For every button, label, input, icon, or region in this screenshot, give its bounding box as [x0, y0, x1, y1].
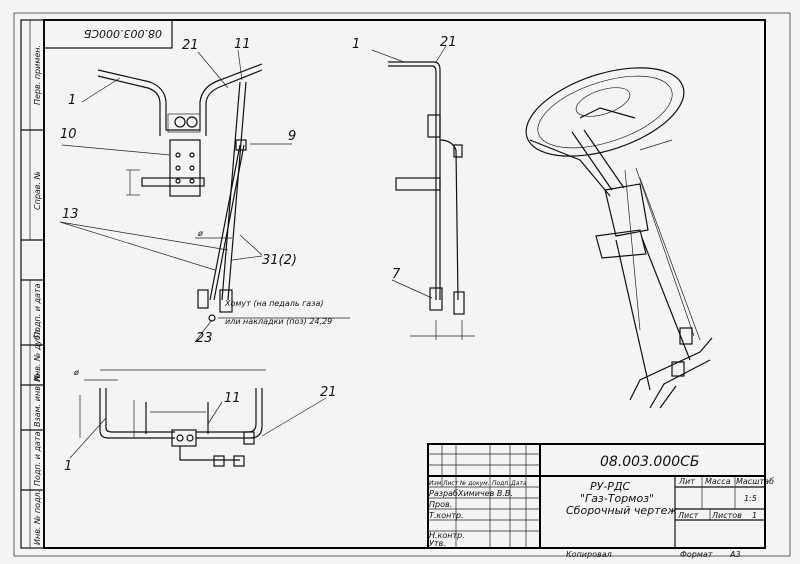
margin-dup-inv: Инв. № дубл. — [33, 327, 42, 382]
callout-top-phi: ø — [73, 368, 79, 377]
callout-front-10: 10 — [60, 127, 77, 142]
role-approved: Утв. — [429, 539, 446, 548]
callout-front-31: 31(2) — [262, 253, 297, 268]
margin-first-use: Перв. примен. — [33, 45, 42, 105]
change-col-2: Лист — [442, 480, 459, 487]
side-view: 1 21 7 — [352, 35, 475, 340]
role-tcontrol: Т.контр. — [429, 511, 464, 520]
doc-type: Сборочный чертеж — [566, 504, 677, 517]
sheet-label: Лист — [677, 511, 699, 520]
col-scale: Масштаб — [736, 477, 774, 486]
callout-front-1: 1 — [68, 93, 76, 108]
role-ncontrol: Н.контр. — [429, 531, 465, 540]
format-value: А3 — [729, 550, 741, 559]
scale-value: 1:5 — [744, 494, 757, 503]
front-view: 1 21 11 10 9 13 31(2) 23 ø Хомут (на пед… — [59, 37, 350, 346]
change-col-1: Изм — [429, 480, 442, 487]
callout-side-21: 21 — [440, 35, 457, 50]
rotated-code-box: 08.003.000СБ — [43, 19, 173, 49]
margin-sign-date-1: Подп. и дата — [33, 283, 42, 338]
callout-front-13: 13 — [62, 207, 79, 222]
margin-ref-no: Справ. № — [33, 171, 42, 210]
change-col-3: № докум. — [459, 480, 490, 487]
callout-front-9: 9 — [288, 129, 296, 144]
role-checked: Пров. — [429, 500, 452, 509]
isometric-view — [525, 67, 713, 409]
callout-front-21: 21 — [182, 38, 199, 53]
developer-name: Химичев В.В. — [457, 489, 513, 498]
sheets-label: Листов — [711, 511, 742, 520]
format-label: Формат — [680, 550, 713, 559]
callout-top-1: 1 — [64, 459, 72, 474]
change-col-5: Дата — [510, 480, 527, 487]
change-col-4: Подп. — [492, 480, 510, 487]
callout-top-11: 11 — [224, 391, 241, 406]
callout-top-21: 21 — [320, 385, 337, 400]
callout-front-23: 23 — [196, 331, 213, 346]
top-view: 1 11 21 ø — [64, 368, 337, 474]
note-line-1: Хомут (на педаль газа) — [224, 299, 323, 308]
sheet-outer-border — [13, 12, 791, 557]
callout-side-7: 7 — [392, 267, 401, 282]
product-line-1: РУ-РДС — [590, 480, 631, 493]
title-block: 08.003.000СБ РУ-РДС "Газ-Тормоз" Сборочн… — [427, 443, 774, 549]
margin-orig-inv: Инв. № подл. — [33, 490, 42, 545]
margin-sign-date-2: Подп. и дата — [33, 431, 42, 486]
callout-side-1: 1 — [352, 37, 360, 52]
role-developer: Разраб. — [429, 489, 460, 498]
note-line-2: или накладки (поз) 24,29 — [225, 317, 332, 326]
col-mass: Масса — [705, 477, 731, 486]
callout-front-phi: ø — [197, 229, 203, 238]
sheets-value: 1 — [752, 511, 757, 520]
product-line-2: "Газ-Тормоз" — [580, 492, 654, 505]
left-margin-strip: Перв. примен. Справ. № Подп. и дата Инв.… — [20, 19, 45, 549]
rotated-code-text: 08.003.000СБ — [84, 27, 162, 40]
copied-label: Копировал — [566, 550, 612, 559]
callout-front-11: 11 — [234, 37, 251, 52]
col-lit: Лит — [678, 477, 695, 486]
margin-replace-inv: Взам. инв. № — [33, 373, 42, 427]
title-code: 08.003.000СБ — [600, 454, 700, 470]
